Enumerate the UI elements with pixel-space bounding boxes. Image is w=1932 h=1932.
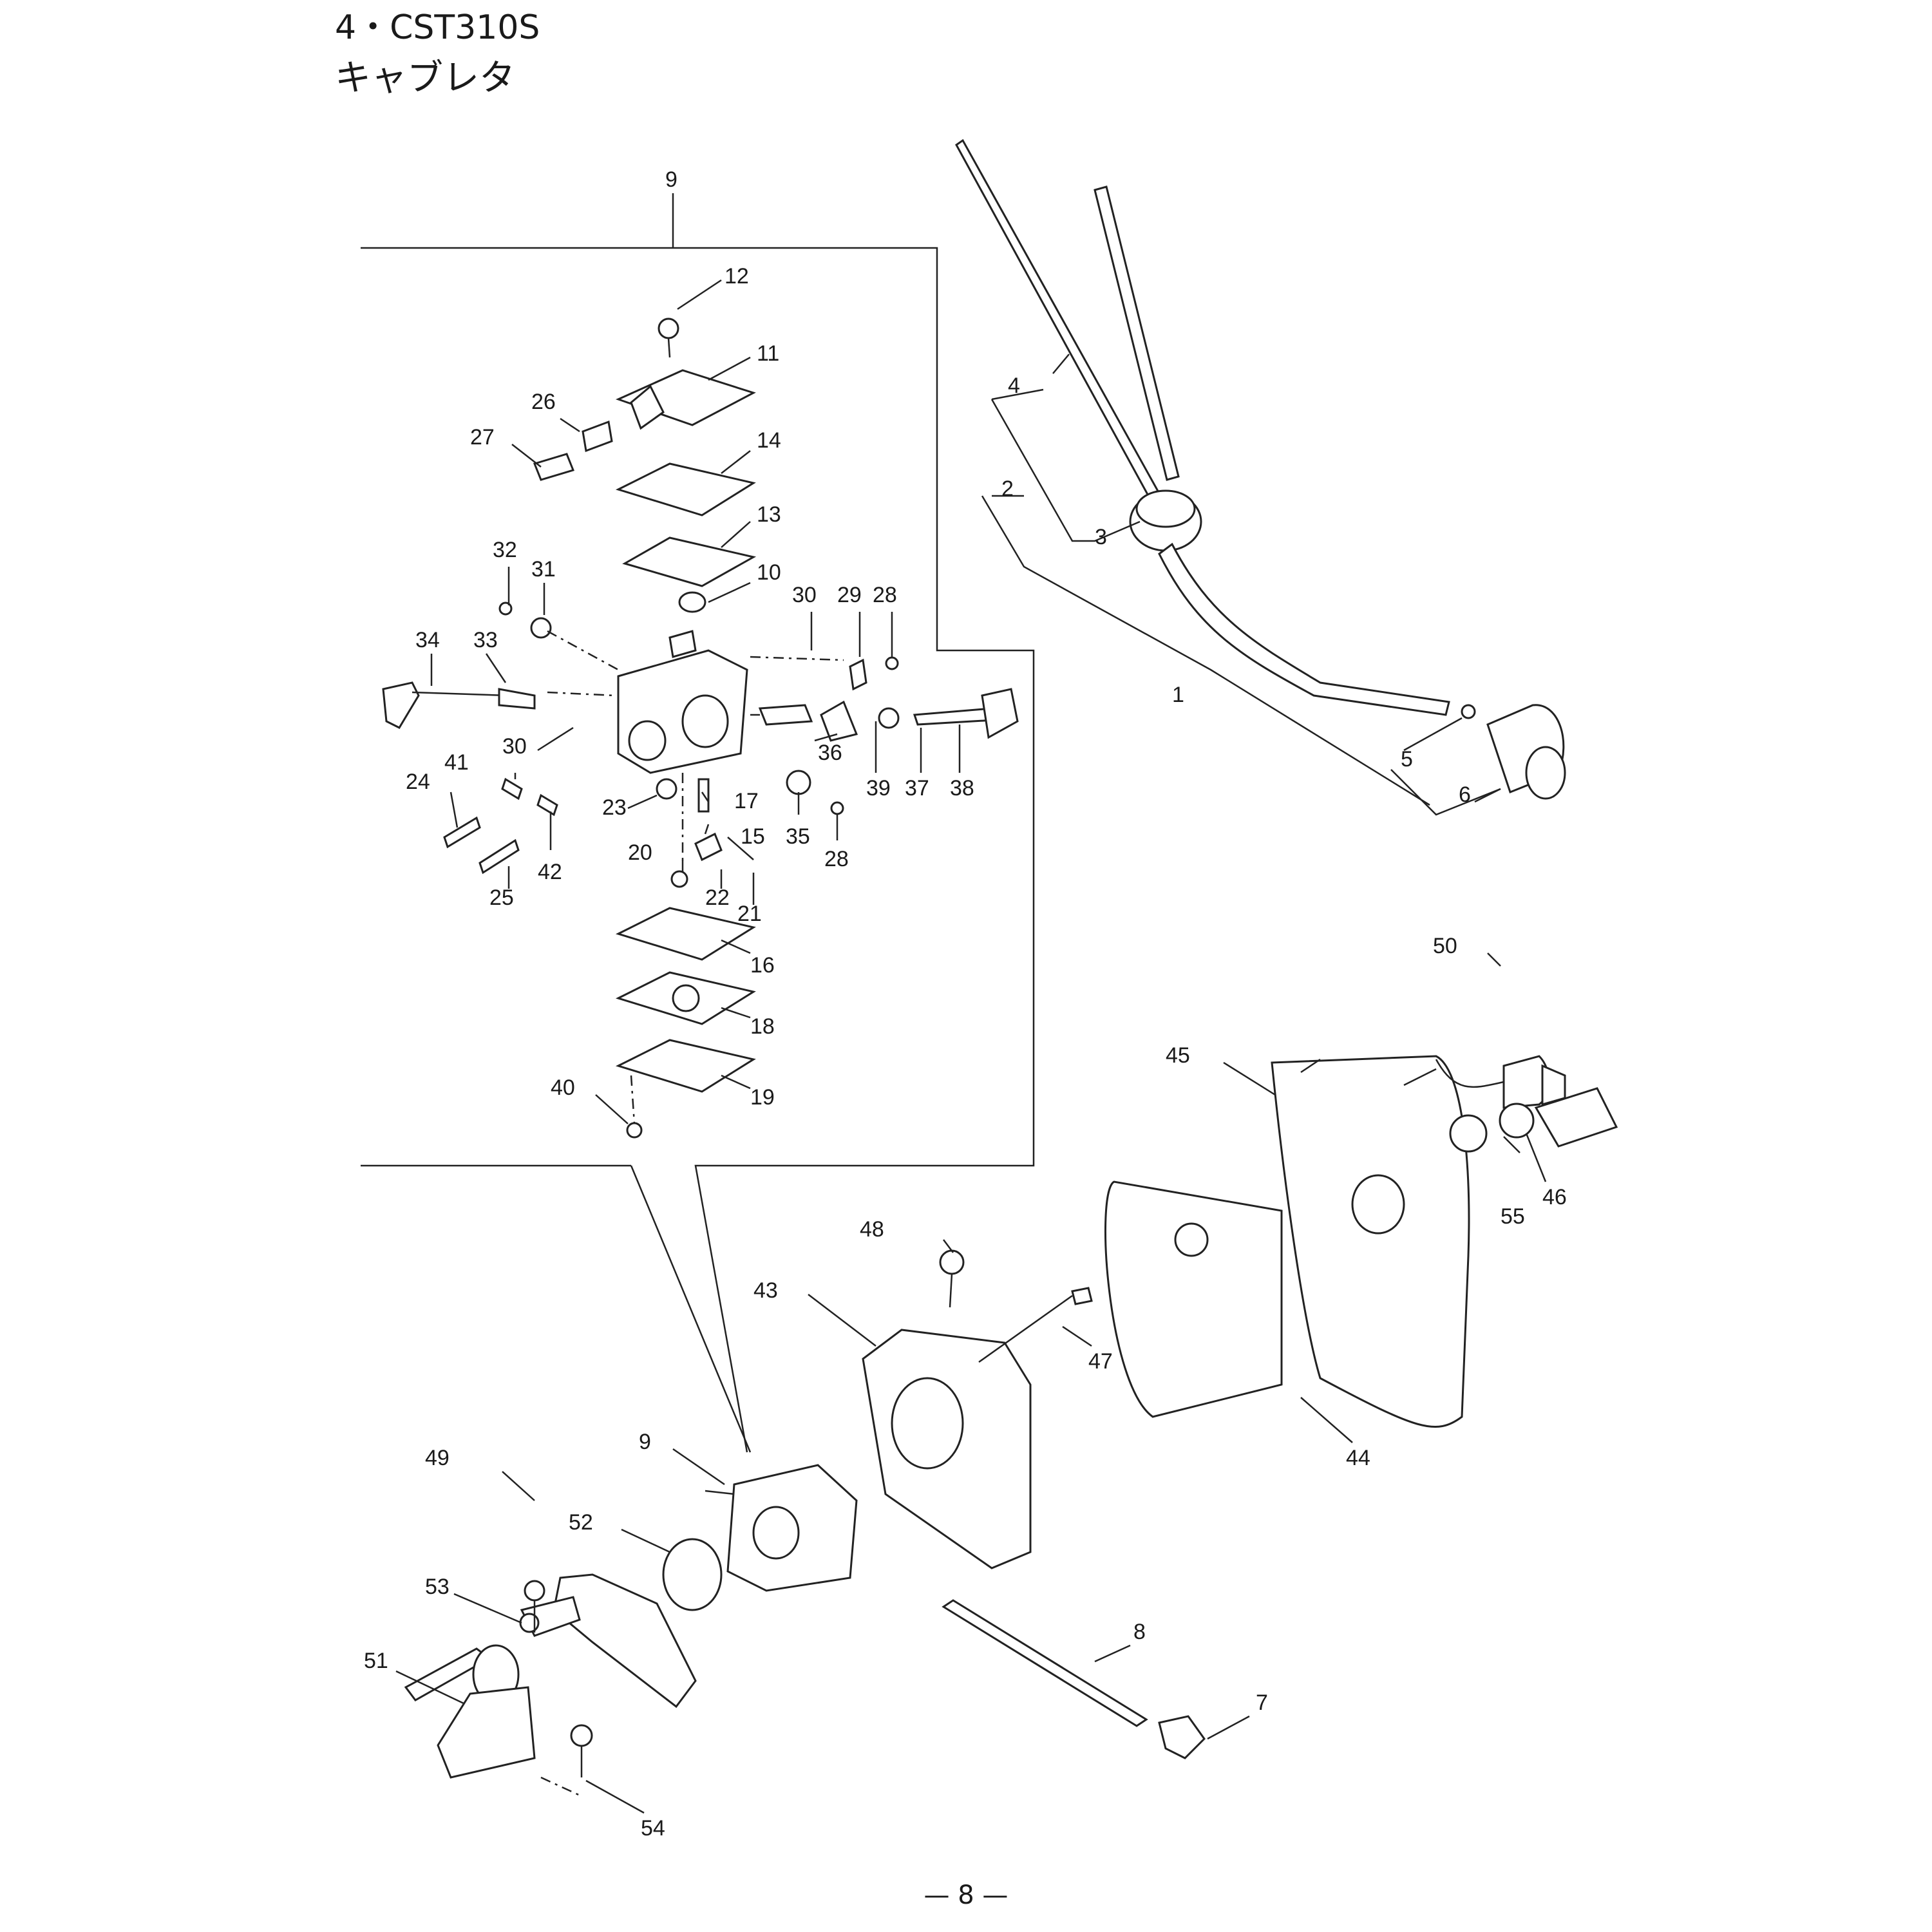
callout-18: 18 <box>750 1014 775 1039</box>
diagram-model-title: 4・CST310S <box>335 8 540 47</box>
callout-38: 38 <box>950 776 974 800</box>
callout-35: 35 <box>786 824 810 849</box>
callout-5: 5 <box>1401 747 1413 772</box>
callout-46: 46 <box>1542 1185 1567 1209</box>
leader-lines <box>395 279 1547 1814</box>
callout-36: 36 <box>818 741 842 765</box>
callout-12: 12 <box>724 264 749 289</box>
callout-41: 41 <box>444 750 469 775</box>
callout-31: 31 <box>531 557 556 582</box>
callout-labels: 1 2 3 4 5 6 7 8 9 9 10 11 12 13 14 15 16… <box>364 167 1567 1841</box>
callout-6: 6 <box>1459 782 1471 807</box>
callout-4: 4 <box>1008 374 1020 398</box>
callout-33: 33 <box>473 628 498 652</box>
page-number: — 8 — <box>923 1880 1009 1910</box>
callout-11: 11 <box>757 341 779 366</box>
callout-55: 55 <box>1501 1204 1525 1229</box>
callout-42: 42 <box>538 860 562 884</box>
callout-20: 20 <box>628 840 652 865</box>
callout-26: 26 <box>531 390 556 414</box>
callout-2: 2 <box>1001 477 1014 501</box>
callout-7: 7 <box>1256 1690 1268 1715</box>
callout-23: 23 <box>602 795 627 820</box>
callout-40: 40 <box>551 1075 575 1100</box>
callout-9-top: 9 <box>665 167 677 192</box>
air-filter-assembly <box>862 1055 1618 1569</box>
callout-13: 13 <box>757 502 781 527</box>
callout-30-right: 30 <box>792 583 817 607</box>
callout-29: 29 <box>837 583 862 607</box>
callout-10: 10 <box>757 560 781 585</box>
carburetor-body <box>617 630 748 774</box>
callout-51: 51 <box>364 1649 388 1673</box>
callout-24: 24 <box>406 770 430 794</box>
callout-44: 44 <box>1346 1446 1370 1470</box>
callout-15: 15 <box>741 824 765 849</box>
callout-27: 27 <box>470 425 495 450</box>
diagram-section-title: キャブレタ <box>335 57 515 99</box>
callout-52: 52 <box>569 1510 593 1535</box>
callout-54: 54 <box>641 1816 665 1841</box>
callout-32: 32 <box>493 538 517 562</box>
callout-8: 8 <box>1133 1620 1146 1644</box>
callout-1: 1 <box>1172 683 1184 707</box>
callout-50: 50 <box>1433 934 1457 958</box>
callout-17: 17 <box>734 789 759 813</box>
callout-45: 45 <box>1166 1043 1190 1068</box>
callout-9-lower: 9 <box>639 1430 651 1454</box>
callout-21: 21 <box>737 902 762 926</box>
callout-30-left: 30 <box>502 734 527 759</box>
callout-47: 47 <box>1088 1349 1113 1374</box>
callout-37: 37 <box>905 776 929 800</box>
carburetor-inset-frame <box>361 247 1035 1453</box>
callout-28-lower: 28 <box>824 847 849 871</box>
callout-28-right: 28 <box>873 583 897 607</box>
callout-43: 43 <box>753 1278 778 1303</box>
callout-14: 14 <box>757 428 781 453</box>
callout-53: 53 <box>425 1575 450 1599</box>
callout-48: 48 <box>860 1217 884 1242</box>
callout-49: 49 <box>425 1446 450 1470</box>
callout-22: 22 <box>705 886 730 910</box>
callout-3: 3 <box>1095 525 1107 549</box>
callout-39: 39 <box>866 776 891 800</box>
fuel-hose-assembly <box>955 138 1566 800</box>
callout-25: 25 <box>489 886 514 910</box>
callout-16: 16 <box>750 953 775 978</box>
callout-19: 19 <box>750 1085 775 1110</box>
callout-34: 34 <box>415 628 440 652</box>
carburetor-and-intake <box>404 1464 858 1798</box>
